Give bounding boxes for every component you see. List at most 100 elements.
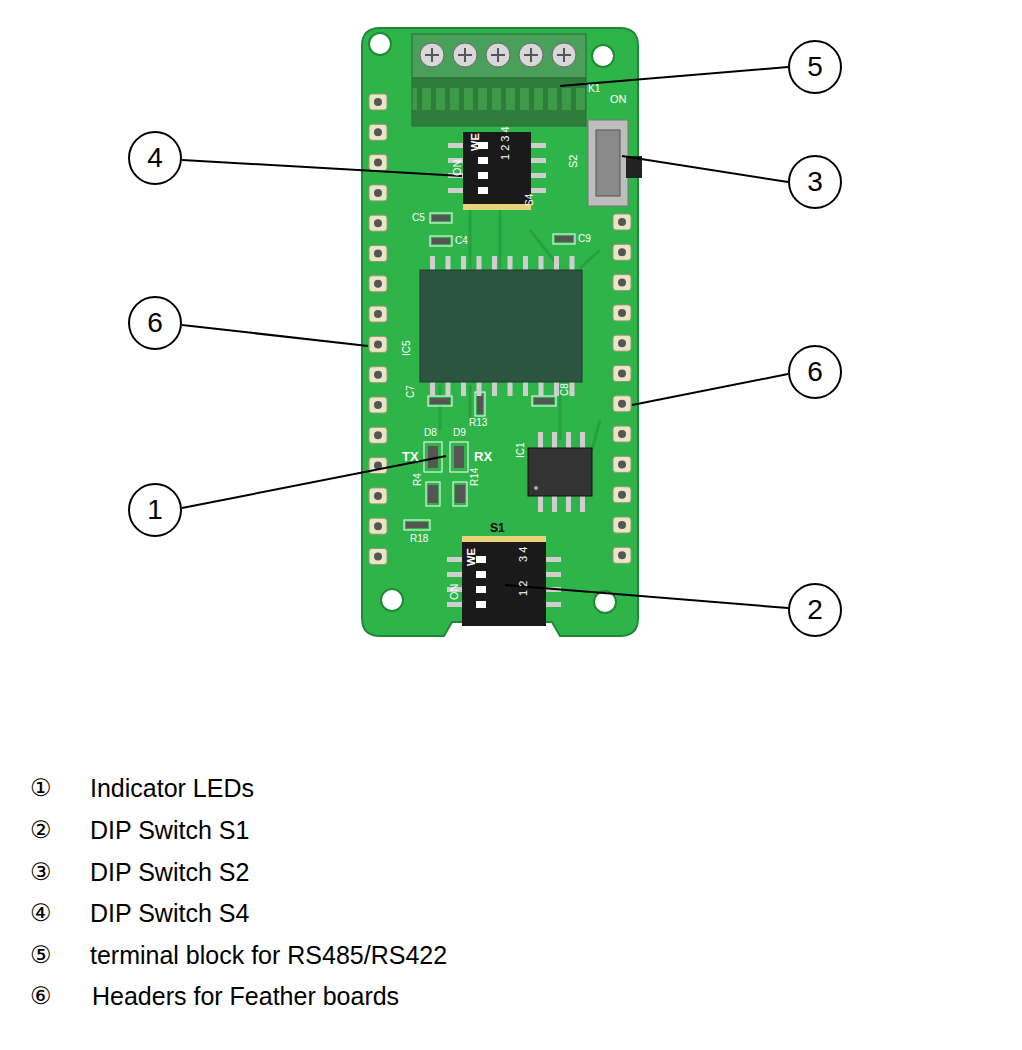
silkscreen-label: S4 (525, 194, 535, 206)
ic-pin (566, 432, 571, 448)
silkscreen-label: 1 2 3 4 (500, 126, 511, 160)
dip-lever (478, 172, 488, 179)
silkscreen-label: C9 (578, 234, 591, 244)
callout-number: 4 (147, 144, 163, 172)
dip-pin (531, 173, 546, 178)
terminal-screw (519, 43, 543, 67)
ic-pin (538, 432, 543, 448)
dip-lever (476, 586, 486, 593)
dip-lever (476, 571, 486, 578)
header-pad (369, 276, 387, 292)
dip-pin (546, 602, 561, 607)
pad-hole (374, 250, 382, 258)
pad-hole (618, 218, 626, 226)
pad-hole (618, 339, 626, 347)
pad-hole (374, 371, 382, 379)
legend-text: DIP Switch S4 (90, 901, 249, 926)
silkscreen-label: K1 (588, 84, 600, 94)
silkscreen-label: ON (449, 584, 460, 601)
header-pad (613, 426, 631, 442)
dip-pin (448, 188, 463, 193)
pad-hole (374, 98, 382, 106)
pin-name: TX (402, 450, 419, 463)
dip-pin (546, 557, 561, 562)
silkscreen-label: ON (610, 94, 627, 105)
dip-lever (476, 601, 486, 608)
screw-slot (497, 48, 499, 62)
silkscreen-label: WE (466, 548, 477, 566)
silkscreen-label: C7 (406, 385, 416, 398)
pin-name: RX (474, 450, 492, 463)
dip-lever (476, 556, 486, 563)
silkscreen-label: R4 (413, 473, 423, 486)
silkscreen-label: C8 (560, 383, 570, 396)
header-pad (369, 185, 387, 201)
legend-text: Headers for Feather boards (92, 984, 399, 1009)
header-pad (613, 275, 631, 291)
ic-pin (538, 496, 543, 512)
silkscreen-label: IC5 (402, 340, 412, 356)
header-pad (369, 367, 387, 383)
header-pad (369, 336, 387, 352)
silkscreen-label: R18 (410, 534, 428, 544)
pad-hole (618, 279, 626, 287)
legend-number: ④ (30, 901, 52, 925)
silkscreen-label: 3 4 (518, 547, 529, 562)
legend-number: ⑤ (30, 943, 52, 967)
dip-pin (447, 602, 462, 607)
ic-pin (552, 432, 557, 448)
screw-slot (464, 48, 466, 62)
pad-hole (618, 248, 626, 256)
header-pad (613, 456, 631, 472)
callout-circle: 4 (128, 131, 182, 185)
header-pad (369, 397, 387, 413)
screw-slot (530, 48, 532, 62)
header-pad (369, 246, 387, 262)
screw-slot (563, 48, 565, 62)
callout-circle: 6 (788, 345, 842, 399)
legend-text: DIP Switch S2 (90, 860, 249, 885)
screw-slot (431, 48, 433, 62)
silkscreen-label: 1 2 (518, 581, 529, 596)
silkscreen-label: C4 (455, 236, 468, 246)
pad-hole (374, 280, 382, 288)
pad-hole (618, 370, 626, 378)
pad-hole (374, 553, 382, 561)
header-pad (613, 244, 631, 260)
callout-number: 5 (807, 53, 823, 81)
pad-hole (374, 492, 382, 500)
pad-hole (374, 522, 382, 530)
header-pad (613, 487, 631, 503)
pad-hole (618, 430, 626, 438)
silkscreen-label: WE (470, 133, 481, 151)
dip-pin (531, 188, 546, 193)
legend-number: ② (30, 818, 52, 842)
silkscreen-label: R13 (469, 418, 487, 428)
callout-circle: 2 (788, 583, 842, 637)
header-pad (369, 215, 387, 231)
callout-number: 6 (807, 358, 823, 386)
terminal-screw (420, 43, 444, 67)
header-pad (613, 366, 631, 382)
pad-hole (618, 400, 626, 408)
header-pad (613, 396, 631, 412)
ic-pin (566, 496, 571, 512)
header-pad (369, 155, 387, 171)
terminal-screw (453, 43, 477, 67)
header-pad (369, 488, 387, 504)
header-pad (613, 214, 631, 230)
pad-hole (374, 128, 382, 136)
dip-lever (478, 187, 488, 194)
dip-pin (546, 572, 561, 577)
silkscreen-label: D8 (424, 428, 437, 438)
pad-hole (374, 189, 382, 197)
callout-circle: 6 (128, 296, 182, 350)
header-pad (613, 305, 631, 321)
header-pad (613, 335, 631, 351)
legend-number: ① (30, 776, 52, 800)
pad-hole (374, 401, 382, 409)
pad-hole (374, 219, 382, 227)
pad-hole (374, 310, 382, 318)
dip-pin (531, 158, 546, 163)
